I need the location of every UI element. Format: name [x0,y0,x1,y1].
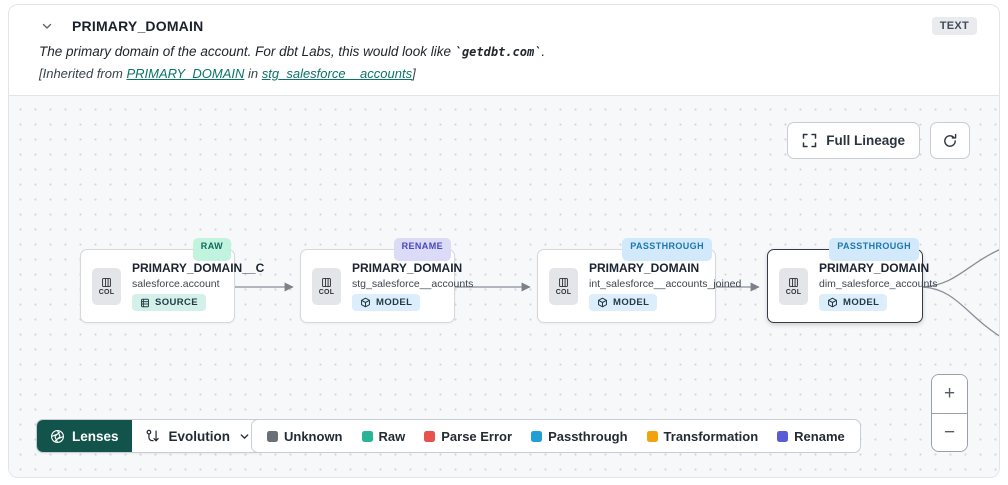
column-type-badge: TEXT [931,17,977,35]
legend-swatch [267,430,278,442]
lineage-node-salesforce-account[interactable]: RAW COL PRIMARY_DOMAIN__C salesforce.acc… [80,238,265,323]
full-lineage-button[interactable]: Full Lineage [787,122,920,159]
node-model-name: stg_salesforce__accounts [352,278,474,290]
node-column-name: PRIMARY_DOMAIN [352,261,463,275]
evolution-legend: Unknown Raw Parse Error Passthrough Tran… [251,419,861,453]
evolution-route-icon [146,429,159,441]
node-model-name: int_salesforce__accounts_joined [589,278,742,290]
columns-icon [559,277,568,287]
column-chip: COL [312,267,341,305]
inherited-from-note: [Inherited from PRIMARY_DOMAIN in stg_sa… [39,66,416,81]
column-header: PRIMARY_DOMAIN TEXT The primary domain o… [9,5,999,95]
lineage-canvas[interactable]: Full Lineage RAW COL PRIMARY_DOMAIN__C s… [9,95,999,477]
legend-item-parse-error: Parse Error [424,429,512,444]
resource-type-badge: SOURCE [132,294,207,311]
zoom-control: + − [931,374,968,452]
legend-swatch [531,430,543,442]
columns-icon [789,277,798,287]
refresh-button[interactable] [930,122,970,159]
resource-type-badge: MODEL [819,294,888,311]
legend-swatch [646,430,658,442]
inline-code: `getdbt.com` [454,45,542,59]
columns-icon [322,277,331,287]
legend-item-passthrough: Passthrough [531,429,628,444]
lineage-node-dim-salesforce-accounts[interactable]: PASSTHROUGH COL PRIMARY_DOMAIN dim_sales… [767,238,938,323]
legend-swatch [361,430,373,442]
resource-type-badge: MODEL [589,294,658,311]
legend-item-unknown: Unknown [267,429,343,444]
model-icon [598,297,607,308]
resource-type-badge: MODEL [352,294,421,311]
lineage-node-stg-salesforce-accounts[interactable]: RENAME COL PRIMARY_DOMAIN stg_salesforce… [300,238,474,323]
legend-swatch [777,430,789,442]
node-model-name: salesforce.account [132,278,220,290]
fullscreen-icon [802,133,817,148]
canvas-toolbar: Full Lineage [787,122,970,159]
legend-item-transformation: Transformation [646,429,758,444]
evolution-badge: RENAME [393,238,451,261]
model-icon [361,297,370,308]
lens-aperture-icon [51,429,64,443]
node-column-name: PRIMARY_DOMAIN__C [132,261,265,275]
lenses-control: Lenses Evolution [36,419,264,453]
evolution-badge: RAW [192,238,231,261]
column-description: The primary domain of the account. For d… [39,44,546,59]
column-title: PRIMARY_DOMAIN [72,18,204,34]
lineage-node-int-salesforce-accounts-joined[interactable]: PASSTHROUGH COL PRIMARY_DOMAIN int_sales… [537,238,742,323]
model-icon [828,297,837,308]
column-chip: COL [779,267,808,305]
legend-item-rename: Rename [777,429,845,444]
collapse-chevron-icon[interactable] [39,18,55,34]
node-column-name: PRIMARY_DOMAIN [589,261,700,275]
selected-lens-label: Evolution [168,428,231,444]
chevron-down-icon [240,433,249,439]
zoom-out-button[interactable]: − [932,413,967,451]
lens-selector-dropdown[interactable]: Evolution [131,420,263,452]
node-model-name: dim_salesforce_accounts [819,278,938,290]
legend-item-raw: Raw [361,429,405,444]
column-chip: COL [549,267,578,305]
columns-icon [102,277,111,287]
column-chip: COL [92,267,121,305]
evolution-badge: PASSTHROUGH [829,238,919,261]
source-icon [141,298,149,307]
legend-swatch [424,430,436,442]
lenses-button[interactable]: Lenses [37,420,132,452]
inherited-model-link[interactable]: stg_salesforce__accounts [261,66,413,81]
evolution-badge: PASSTHROUGH [622,238,712,261]
inherited-column-link[interactable]: PRIMARY_DOMAIN [126,66,245,81]
column-lineage-panel: PRIMARY_DOMAIN TEXT The primary domain o… [8,4,1000,478]
node-column-name: PRIMARY_DOMAIN [819,261,930,275]
refresh-icon [944,133,957,147]
zoom-in-button[interactable]: + [932,375,967,413]
